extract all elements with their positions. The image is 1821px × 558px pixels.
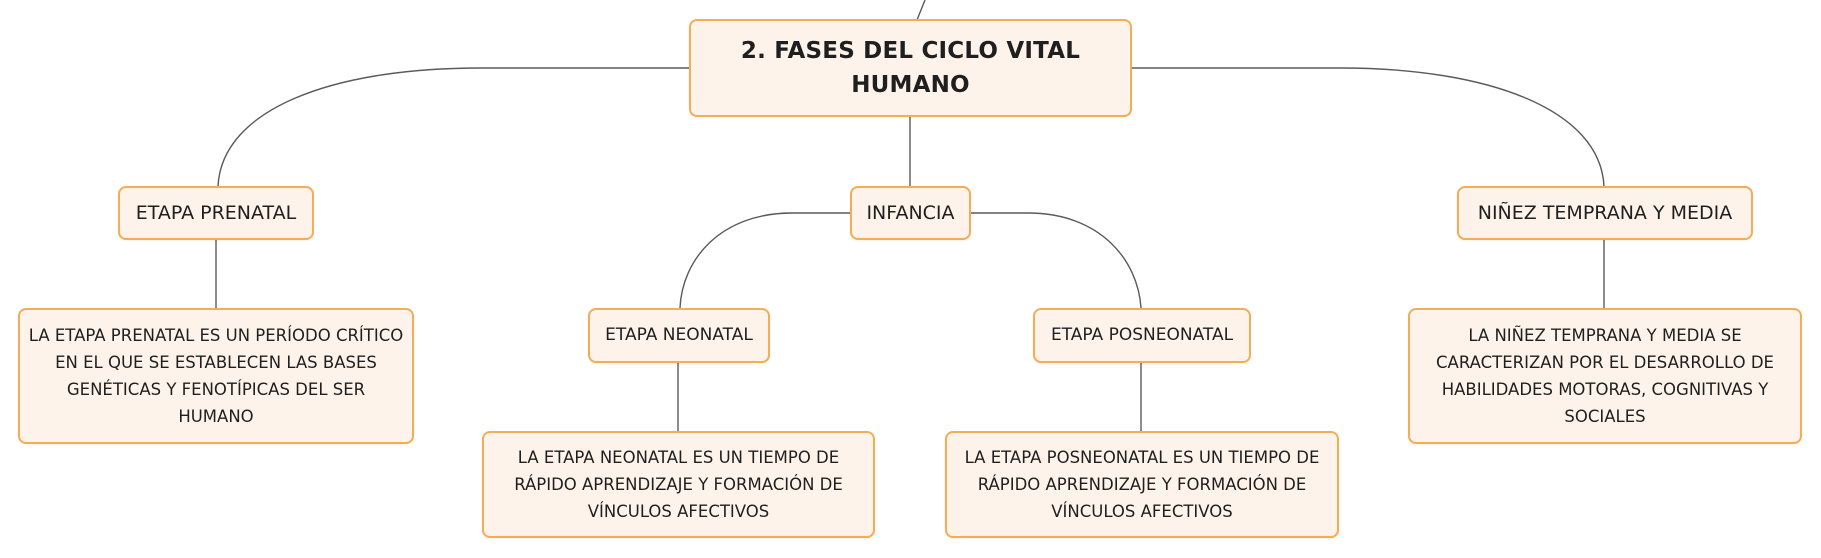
node-etapa-neonatal-description[interactable]: LA ETAPA NEONATAL ES UN TIEMPO DE RÁPIDO…: [482, 431, 875, 538]
root-node-label: 2. FASES DEL CICLO VITAL HUMANO: [740, 37, 1081, 99]
node-etapa-posneonatal-description-text: LA ETAPA POSNEONATAL ES UN TIEMPO DE RÁP…: [964, 447, 1320, 522]
node-etapa-neonatal-description-text: LA ETAPA NEONATAL ES UN TIEMPO DE RÁPIDO…: [514, 447, 843, 522]
root-node[interactable]: 2. FASES DEL CICLO VITAL HUMANO: [689, 19, 1132, 117]
node-etapa-posneonatal-label: ETAPA POSNEONATAL: [1050, 324, 1234, 345]
node-ninez-temprana-y-media-description[interactable]: LA NIÑEZ TEMPRANA Y MEDIA SE CARACTERIZA…: [1408, 308, 1802, 444]
node-etapa-neonatal[interactable]: ETAPA NEONATAL: [588, 308, 770, 363]
node-etapa-prenatal-description-text: LA ETAPA PRENATAL ES UN PERÍODO CRÍTICO …: [28, 325, 404, 427]
node-etapa-posneonatal-description[interactable]: LA ETAPA POSNEONATAL ES UN TIEMPO DE RÁP…: [945, 431, 1339, 538]
connector-infancia-to-neonatal: [679, 212, 851, 309]
node-infancia-label: INFANCIA: [866, 201, 955, 224]
node-etapa-posneonatal[interactable]: ETAPA POSNEONATAL: [1033, 308, 1251, 363]
node-etapa-prenatal[interactable]: ETAPA PRENATAL: [118, 186, 314, 240]
node-etapa-prenatal-description[interactable]: LA ETAPA PRENATAL ES UN PERÍODO CRÍTICO …: [18, 308, 414, 444]
node-infancia[interactable]: INFANCIA: [850, 186, 971, 240]
node-etapa-neonatal-label: ETAPA NEONATAL: [605, 324, 753, 345]
node-ninez-temprana-y-media-description-text: LA NIÑEZ TEMPRANA Y MEDIA SE CARACTERIZA…: [1436, 325, 1774, 427]
node-ninez-temprana-y-media-label: NIÑEZ TEMPRANA Y MEDIA: [1477, 201, 1733, 224]
connector-root-to-ninez: [1132, 67, 1605, 187]
node-etapa-prenatal-label: ETAPA PRENATAL: [135, 201, 297, 224]
connector-parent-to-root: [916, 0, 926, 21]
connector-root-to-prenatal: [217, 67, 690, 187]
node-ninez-temprana-y-media[interactable]: NIÑEZ TEMPRANA Y MEDIA: [1457, 186, 1753, 240]
connector-infancia-to-posneonatal: [969, 212, 1142, 309]
